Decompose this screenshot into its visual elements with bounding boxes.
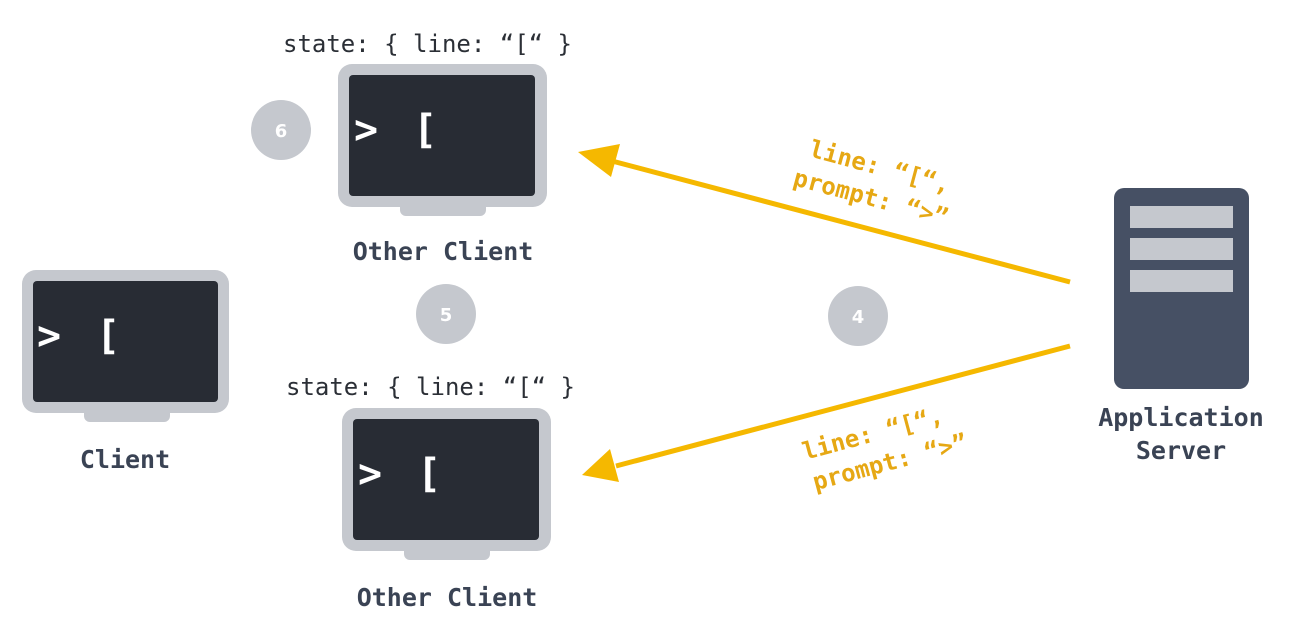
step-circle: [251, 100, 311, 160]
server-slot: [1130, 206, 1233, 228]
top-client-monitor: > [: [338, 64, 547, 216]
client-monitor: > [: [22, 270, 229, 422]
arrow-shaft: [611, 158, 1071, 285]
step-6-badge: 6: [251, 100, 311, 160]
monitor-screen: [33, 281, 218, 402]
server-label-line2: Server: [1136, 436, 1226, 465]
bottom-client-label: Other Client: [357, 583, 538, 612]
step-circle: [416, 284, 476, 344]
terminal-line: [: [417, 451, 441, 497]
step-number: 5: [440, 305, 453, 326]
step-5-badge: 5: [416, 284, 476, 344]
bottom-client-state: state: { line: “[“ }: [286, 373, 575, 401]
monitor-screen: [353, 419, 539, 540]
step-circle: [828, 286, 888, 346]
server-slot: [1130, 238, 1233, 260]
bottom-client-monitor: > [: [342, 408, 551, 560]
server-label-line1: Application: [1098, 403, 1264, 432]
arrow-server-to-bottom-client: [582, 343, 1071, 482]
terminal-line: [: [96, 313, 120, 359]
top-client-state: state: { line: “[“ }: [283, 30, 572, 58]
server-icon: [1114, 188, 1249, 389]
monitor-screen: [349, 75, 535, 196]
arrow-head: [578, 144, 620, 177]
arrow-server-to-top-client: [578, 144, 1071, 285]
step-number: 6: [275, 121, 288, 142]
terminal-prompt: >: [354, 107, 378, 153]
terminal-line: [: [413, 107, 437, 153]
step-4-badge: 4: [828, 286, 888, 346]
terminal-prompt: >: [358, 451, 382, 497]
server-slot: [1130, 270, 1233, 292]
step-number: 4: [852, 307, 865, 328]
arrow-head: [582, 449, 619, 482]
client-label: Client: [80, 445, 170, 474]
arrow-shaft: [615, 343, 1071, 469]
terminal-prompt: >: [37, 313, 61, 359]
top-client-label: Other Client: [353, 237, 534, 266]
